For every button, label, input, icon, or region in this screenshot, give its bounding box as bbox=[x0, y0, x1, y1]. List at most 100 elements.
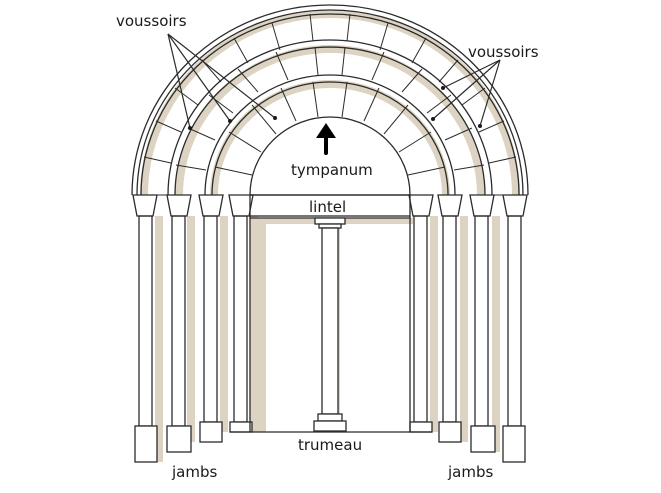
column-shadow-l1 bbox=[155, 216, 163, 462]
base-l3 bbox=[199, 421, 223, 443]
joint bbox=[379, 22, 389, 51]
archivolt-outermost bbox=[131, 4, 529, 196]
archivolt-inner-inner bbox=[249, 116, 411, 196]
archivolt-middle-inner bbox=[204, 74, 456, 196]
leader-dots bbox=[188, 86, 482, 130]
column-shadow-r3 bbox=[492, 216, 500, 452]
joint bbox=[401, 68, 423, 93]
archivolt-outer-3 bbox=[140, 13, 520, 196]
joint bbox=[411, 37, 427, 64]
label-tympanum: tympanum bbox=[291, 161, 373, 179]
shaft-r4 bbox=[507, 215, 522, 427]
base-r1 bbox=[409, 421, 433, 433]
capital-r1 bbox=[408, 194, 434, 217]
voussoir-joints bbox=[141, 13, 519, 196]
shaft-l4 bbox=[233, 215, 248, 423]
trumeau-base bbox=[317, 413, 343, 422]
joint bbox=[214, 166, 253, 176]
joint bbox=[398, 131, 432, 153]
capital-r4 bbox=[502, 194, 528, 217]
joint bbox=[461, 87, 486, 106]
leader-right-3 bbox=[479, 59, 501, 127]
joint bbox=[341, 46, 346, 76]
joint bbox=[346, 13, 351, 42]
label-voussoirs-right: voussoirs bbox=[468, 43, 539, 61]
keystone-arrow-icon bbox=[316, 123, 336, 155]
label-jambs-right: jambs bbox=[447, 463, 493, 481]
label-trumeau: trumeau bbox=[298, 436, 362, 454]
voussoir-leaders bbox=[167, 33, 501, 129]
column-shadow-l2 bbox=[187, 216, 195, 442]
joint bbox=[280, 87, 297, 122]
shaft-r3 bbox=[474, 215, 489, 427]
capital-l2 bbox=[166, 194, 192, 217]
joint bbox=[444, 127, 473, 141]
trumeau-shaft bbox=[321, 227, 339, 415]
base-l1 bbox=[134, 425, 158, 463]
leader-right-2 bbox=[432, 59, 501, 120]
joint bbox=[187, 127, 216, 141]
leader-dot bbox=[478, 124, 482, 128]
column-shadow-r1 bbox=[430, 216, 438, 432]
base-l4 bbox=[229, 421, 253, 433]
capital-r3 bbox=[469, 194, 495, 217]
label-lintel: lintel bbox=[309, 198, 346, 216]
shaft-l3 bbox=[203, 215, 218, 423]
joint bbox=[478, 120, 505, 133]
joint bbox=[407, 166, 446, 176]
shaft-l1 bbox=[138, 215, 153, 427]
leader-dot bbox=[228, 119, 232, 123]
door-shadow-left bbox=[258, 218, 266, 432]
joint bbox=[309, 13, 314, 42]
shaft-l2 bbox=[171, 215, 186, 427]
joint bbox=[155, 120, 182, 133]
trumeau-label-bg bbox=[296, 434, 364, 454]
shaft-r1 bbox=[413, 215, 428, 423]
joint bbox=[175, 164, 207, 171]
capital-l4 bbox=[228, 194, 254, 217]
joint bbox=[363, 87, 380, 122]
base-r4 bbox=[502, 425, 526, 463]
shaft-r2 bbox=[442, 215, 457, 423]
column-shadow-l3 bbox=[220, 216, 228, 432]
leader-dot bbox=[273, 116, 277, 120]
trumeau-column bbox=[313, 217, 347, 432]
leader-dot bbox=[441, 86, 445, 90]
lintel-block bbox=[249, 194, 411, 217]
base-l2 bbox=[166, 425, 192, 453]
joint bbox=[426, 94, 452, 114]
joint bbox=[233, 37, 249, 64]
column-shadow-l4 bbox=[250, 216, 258, 432]
joint bbox=[312, 81, 319, 118]
joint bbox=[383, 104, 409, 135]
archivolts bbox=[131, 4, 529, 196]
capital-l1 bbox=[132, 194, 158, 217]
joint bbox=[371, 51, 385, 81]
base-r2 bbox=[438, 421, 462, 443]
joint bbox=[251, 104, 277, 135]
joint bbox=[488, 156, 517, 164]
joint bbox=[438, 59, 459, 83]
leader-dot bbox=[188, 126, 192, 130]
archivolt-outer-inner bbox=[167, 39, 493, 196]
joint bbox=[453, 164, 485, 171]
joint bbox=[237, 68, 259, 93]
capitals bbox=[132, 194, 528, 217]
label-jambs-left: jambs bbox=[171, 463, 217, 481]
archivolt-outer-2 bbox=[136, 9, 524, 196]
joint bbox=[271, 22, 281, 51]
joint bbox=[314, 46, 319, 76]
capital-l3 bbox=[198, 194, 224, 217]
archivolt-inner-outer bbox=[211, 81, 449, 196]
trumeau-capital bbox=[314, 217, 346, 225]
trumeau-plinth bbox=[313, 420, 347, 432]
joint bbox=[275, 51, 289, 81]
leader-left-1 bbox=[167, 33, 191, 129]
column-shadow-r2 bbox=[460, 216, 468, 442]
archivolt-middle-outer bbox=[174, 46, 486, 196]
leader-right-1 bbox=[442, 59, 501, 89]
joint bbox=[341, 81, 348, 118]
arrow-head bbox=[316, 123, 336, 138]
leader-left-2 bbox=[167, 33, 231, 122]
